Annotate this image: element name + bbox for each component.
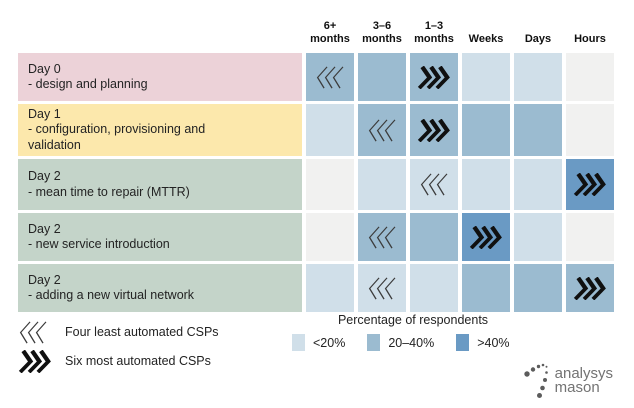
matrix-cell-day2-vnet-col3 (410, 264, 458, 312)
row-label-day1: Day 1- configuration, provisioning and v… (18, 104, 302, 156)
matrix-cell-day2-mttr-col2 (358, 159, 406, 210)
legend-swatch-high (456, 334, 470, 351)
least-automated-chevrons-icon (316, 66, 344, 88)
matrix-cell-day1-col5 (514, 104, 562, 156)
legend-items: <20% 20–40% >40% (292, 334, 534, 351)
logo-dots-icon (523, 363, 548, 398)
matrix-cell-day2-vnet-col1 (306, 264, 354, 312)
most-automated-chevrons-icon (573, 173, 606, 196)
legend-title: Percentage of respondents (337, 313, 489, 327)
matrix-cell-day0-col5 (514, 53, 562, 101)
matrix-cell-day1-col2 (358, 104, 406, 156)
least-automated-icon (18, 321, 52, 344)
most-automated-chevrons-icon (417, 65, 450, 89)
column-header-6+-months: 6+months (310, 20, 350, 45)
matrix-cell-day0-col2 (358, 53, 406, 101)
matrix-cell-day2-nsi-col2 (358, 213, 406, 261)
legend-label: 20–40% (388, 335, 435, 350)
most-automated-chevrons-icon (469, 225, 502, 249)
matrix-cell-day2-nsi-col1 (306, 213, 354, 261)
least-automated-chevrons-icon (368, 226, 396, 248)
marker-legend: Four least automated CSPs Six most autom… (18, 320, 219, 373)
matrix-cell-day2-mttr-col4 (462, 159, 510, 210)
matrix-corner-spacer (18, 14, 302, 50)
logo-wordmark: analysys mason (554, 364, 613, 396)
most-automated-chevrons-icon (417, 118, 450, 142)
matrix-cell-day2-nsi-col5 (514, 213, 562, 261)
matrix-cell-day1-col3 (410, 104, 458, 156)
least-automated-chevrons-icon (420, 173, 448, 196)
logo-line2: mason (554, 379, 600, 396)
matrix-cell-day2-mttr-col6 (566, 159, 614, 210)
marker-legend-item-least: Four least automated CSPs (18, 320, 219, 344)
matrix-cell-day2-nsi-col4 (462, 213, 510, 261)
marker-legend-label: Six most automated CSPs (65, 354, 211, 368)
least-automated-chevrons-icon (368, 119, 396, 141)
least-automated-chevrons-icon (368, 277, 396, 299)
matrix-cell-day2-nsi-col6 (566, 213, 614, 261)
matrix-cell-day2-nsi-col3 (410, 213, 458, 261)
legend-item-high: >40% (456, 334, 510, 351)
legend-label: <20% (313, 335, 346, 350)
matrix-cell-day1-col1 (306, 104, 354, 156)
legend-label: >40% (477, 335, 510, 350)
percentage-legend: Percentage of respondents <20% 20–40% >4… (292, 313, 534, 351)
logo-line1: analysys (554, 364, 613, 382)
legend-swatch-low (292, 334, 305, 351)
analysys-mason-logo: analysys mason (523, 362, 613, 400)
most-automated-icon (18, 349, 52, 373)
legend-item-mid: 20–40% (367, 334, 434, 351)
matrix-cell-day2-vnet-col6 (566, 264, 614, 312)
matrix-cell-day0-col1 (306, 53, 354, 101)
most-automated-chevrons-icon (18, 349, 51, 373)
matrix-cell-day2-vnet-col4 (462, 264, 510, 312)
legend-item-low: <20% (292, 334, 345, 351)
row-label-day2-vnet: Day 2- adding a new virtual network (18, 264, 302, 312)
matrix-cell-day0-col6 (566, 53, 614, 101)
row-label-day2-mttr: Day 2- mean time to repair (MTTR) (18, 159, 302, 210)
marker-legend-item-most: Six most automated CSPs (18, 349, 219, 373)
row-label-day2-nsi: Day 2- new service introduction (18, 213, 302, 261)
most-automated-chevrons-icon (573, 276, 606, 300)
marker-legend-label: Four least automated CSPs (65, 325, 219, 339)
matrix-cell-day0-col3 (410, 53, 458, 101)
least-automated-chevrons-icon (19, 321, 47, 343)
matrix-cell-day2-mttr-col5 (514, 159, 562, 210)
legend-swatch-mid (367, 334, 381, 351)
column-header-Weeks: Weeks (468, 32, 504, 45)
row-label-day0: Day 0- design and planning (18, 53, 302, 101)
matrix-cell-day2-mttr-col1 (306, 159, 354, 210)
matrix-cell-day2-mttr-col3 (410, 159, 458, 210)
column-header-Days: Days (524, 32, 552, 45)
matrix-cell-day0-col4 (462, 53, 510, 101)
matrix-cell-day1-col6 (566, 104, 614, 156)
matrix-cell-day1-col4 (462, 104, 510, 156)
matrix-cell-day2-vnet-col2 (358, 264, 406, 312)
column-header-Hours: Hours (574, 32, 606, 45)
matrix-cell-day2-vnet-col5 (514, 264, 562, 312)
